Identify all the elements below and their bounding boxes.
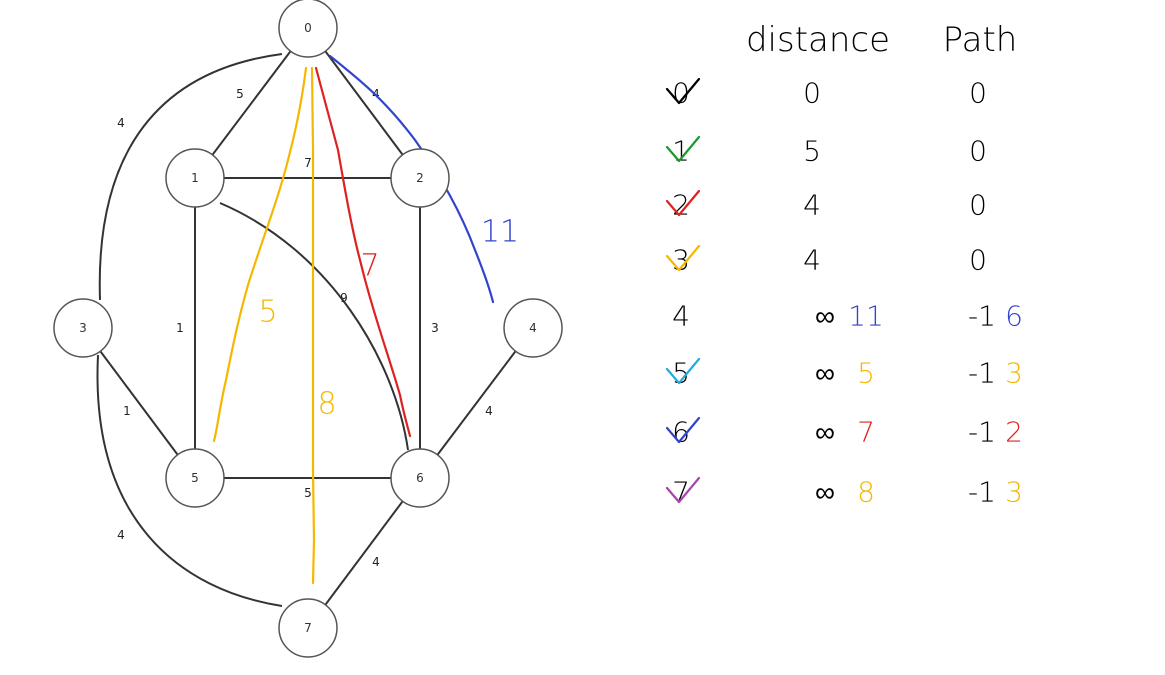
row-distance: ∞ <box>815 476 835 509</box>
edge-6-7 <box>307 477 421 629</box>
row-path: 0 <box>969 244 987 277</box>
row-distance: ∞ <box>815 300 835 333</box>
visited-check-icon <box>665 416 701 444</box>
visited-check-icon <box>665 135 701 163</box>
row-path: 0 <box>969 135 987 168</box>
node-5: 5 <box>165 448 225 508</box>
row-distance: 4 <box>803 244 821 277</box>
node-label-7: 7 <box>304 621 312 635</box>
node-3: 3 <box>53 298 113 358</box>
row-path-update: 3 <box>1005 357 1023 390</box>
nodes-layer: 0 1 2 3 4 5 6 7 <box>53 0 563 658</box>
row-distance-update: 7 <box>857 416 875 449</box>
node-6: 6 <box>390 448 450 508</box>
row-distance: ∞ <box>815 416 835 449</box>
edges-layer: 5 4 4 7 1 9 3 1 4 4 5 4 <box>82 27 534 629</box>
row-path: -1 <box>968 416 996 449</box>
node-circle-1 <box>165 148 225 208</box>
edge-3-5 <box>82 327 196 479</box>
node-4: 4 <box>503 298 563 358</box>
node-label-5: 5 <box>191 471 199 485</box>
row-path: -1 <box>968 476 996 509</box>
node-circle-6 <box>390 448 450 508</box>
node-0: 0 <box>278 0 338 58</box>
visited-check-icon <box>665 244 701 272</box>
edge-weight-3-5: 1 <box>123 404 131 418</box>
node-circle-4 <box>503 298 563 358</box>
ink-stroke-red-0-to-6 <box>314 66 412 438</box>
ink-stroke-yellow-0-to-7 <box>310 66 316 585</box>
edge-weight-2-6: 3 <box>431 321 439 335</box>
row-path: -1 <box>968 357 996 390</box>
node-label-0: 0 <box>304 21 312 35</box>
visited-check-icon <box>665 189 701 217</box>
edge-weight-0-3: 4 <box>117 116 125 130</box>
node-circle-7 <box>278 598 338 658</box>
edge-weight-6-7: 4 <box>372 555 380 569</box>
row-distance: ∞ <box>815 357 835 390</box>
node-1: 1 <box>165 148 225 208</box>
visited-check-icon <box>665 77 701 105</box>
node-label-2: 2 <box>416 171 424 185</box>
ink-stroke-yellow-0-to-5 <box>212 66 308 443</box>
edge-weight-5-6: 5 <box>304 486 312 500</box>
edge-0-2 <box>307 27 421 179</box>
edge-weight-1-2: 7 <box>304 156 312 170</box>
node-label-6: 6 <box>416 471 424 485</box>
node-label-4: 4 <box>529 321 537 335</box>
ink-annotation-7: 7 <box>360 249 379 284</box>
ink-annotation-5: 5 <box>258 295 277 330</box>
edge-weight-1-6: 9 <box>340 291 348 305</box>
edge-0-1 <box>194 27 309 179</box>
row-path: 0 <box>969 189 987 222</box>
node-circle-5 <box>165 448 225 508</box>
table-row: 4 ∞ 11 -1 6 <box>672 300 1023 333</box>
edge-0-3 <box>98 53 283 301</box>
node-label-1: 1 <box>191 171 199 185</box>
edge-weight-4-6: 4 <box>485 404 493 418</box>
row-path-update: 3 <box>1005 476 1023 509</box>
row-distance: 5 <box>803 135 821 168</box>
ink-annotation-8: 8 <box>317 387 336 422</box>
edge-4-6 <box>419 327 534 479</box>
row-path-update: 6 <box>1005 300 1023 333</box>
row-distance-update: 11 <box>848 300 884 333</box>
edge-weight-3-7: 4 <box>117 528 125 542</box>
row-distance-update: 8 <box>857 476 875 509</box>
row-distance: 0 <box>803 77 821 110</box>
node-2: 2 <box>390 148 450 208</box>
row-path: 0 <box>969 77 987 110</box>
ink-annotation-11: 11 <box>481 215 519 250</box>
node-label-3: 3 <box>79 321 87 335</box>
node-7: 7 <box>278 598 338 658</box>
header-path: Path <box>943 20 1018 60</box>
ink-annotations-layer: 11 7 5 8 <box>212 54 519 585</box>
node-circle-2 <box>390 148 450 208</box>
header-distance: distance <box>746 20 890 60</box>
row-path-update: 2 <box>1005 416 1023 449</box>
row-distance: 4 <box>803 189 821 222</box>
edge-1-6 <box>219 202 409 451</box>
node-circle-3 <box>53 298 113 358</box>
row-distance-update: 5 <box>857 357 875 390</box>
node-circle-0 <box>278 0 338 58</box>
edge-weight-0-1: 5 <box>236 87 244 101</box>
edge-3-7 <box>96 354 283 607</box>
edge-weight-1-5: 1 <box>176 321 184 335</box>
row-vertex: 4 <box>672 300 690 333</box>
row-path: -1 <box>968 300 996 333</box>
visited-check-icon <box>665 357 701 385</box>
visited-check-icon <box>665 476 701 504</box>
